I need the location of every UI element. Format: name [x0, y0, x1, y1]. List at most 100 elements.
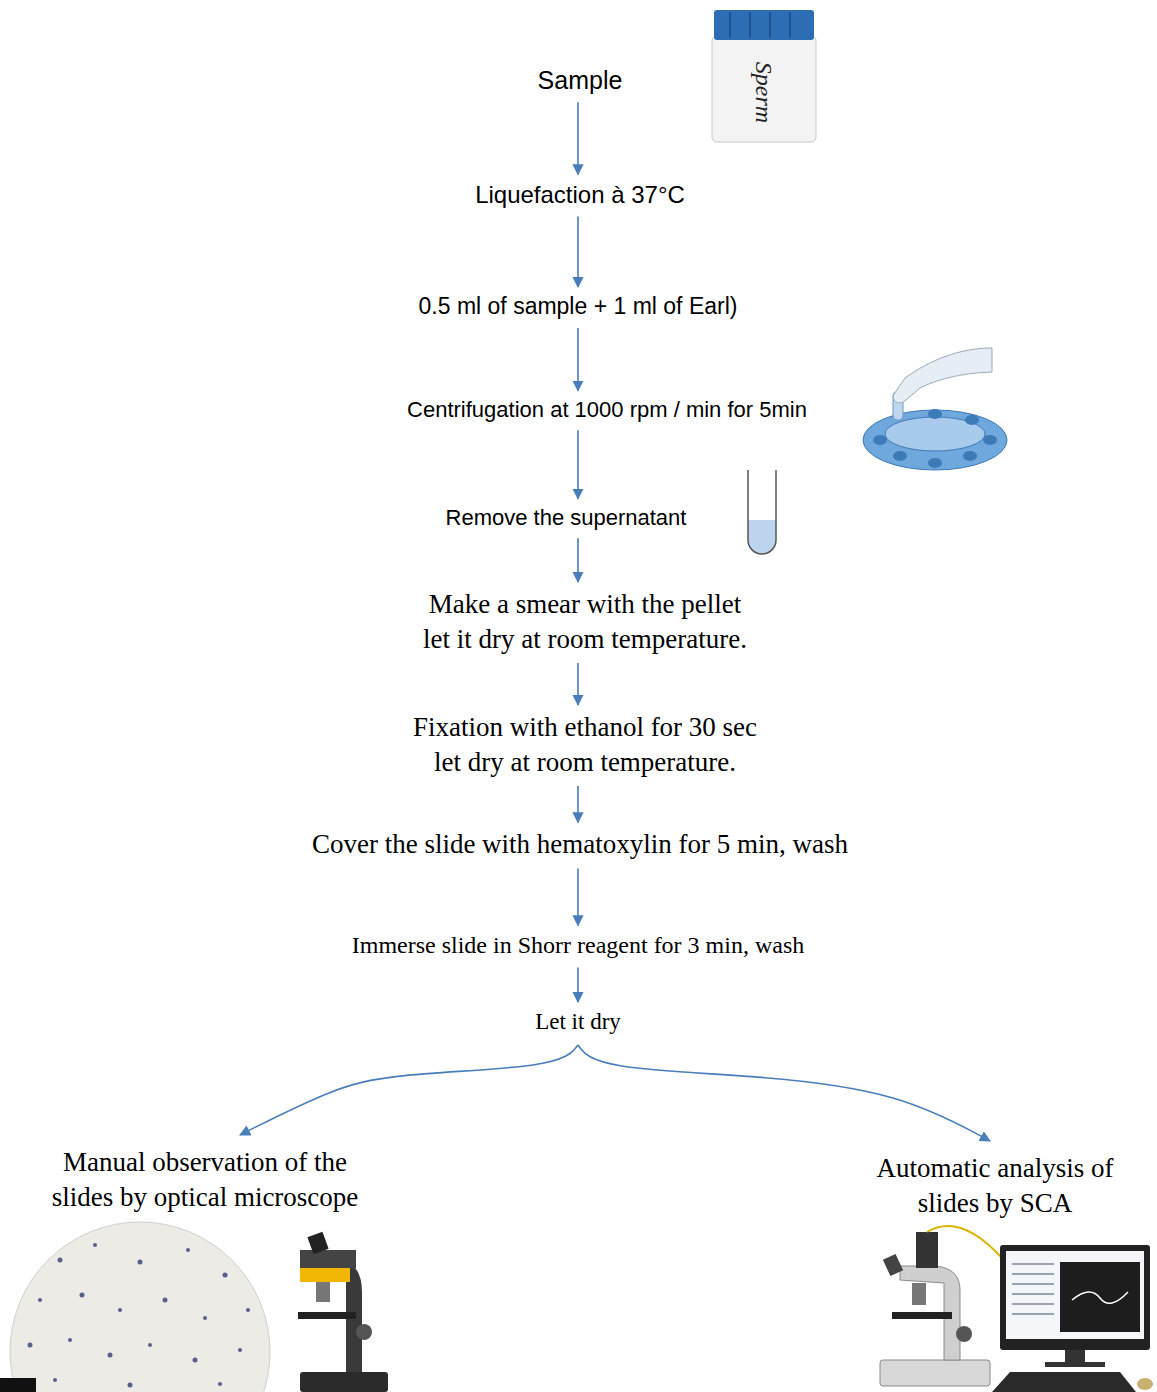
filter-block	[300, 1268, 350, 1282]
step-text: Fixation with ethanol for 30 sec let dry…	[407, 708, 764, 782]
flow-arrow	[577, 102, 579, 174]
step-text: Immerse slide in Shorr reagent for 3 min…	[348, 928, 809, 963]
step-label: Sample	[538, 64, 623, 97]
flow-arrow	[577, 869, 579, 926]
cell	[128, 1383, 133, 1388]
camera	[916, 1232, 938, 1268]
eyepiece	[307, 1232, 328, 1254]
row	[1012, 1303, 1054, 1305]
cell	[53, 1378, 57, 1382]
step-label: Make a smear with the pellet let it dry …	[421, 587, 749, 657]
step-label: Centrifugation at 1000 rpm / min for 5mi…	[407, 396, 807, 425]
centrifuge	[863, 348, 1007, 470]
slide-field	[0, 1222, 270, 1392]
objective	[912, 1283, 926, 1305]
cell	[186, 1248, 190, 1252]
cell	[118, 1308, 122, 1312]
focus-knob	[356, 1324, 372, 1340]
cap-ridge	[749, 12, 751, 38]
data-rows	[1012, 1264, 1054, 1314]
cell	[108, 1353, 113, 1358]
sca-system	[880, 1226, 1153, 1392]
row	[1012, 1313, 1054, 1315]
cell	[80, 1293, 85, 1298]
sperm-cells	[28, 1243, 251, 1388]
field-circle	[10, 1222, 270, 1392]
stage	[298, 1312, 356, 1319]
cell	[218, 1382, 222, 1386]
step-text: Automatic analysis of slides by SCA	[871, 1149, 1120, 1223]
flow-arrow	[577, 328, 579, 391]
tube-outline	[748, 470, 776, 554]
flow-arrow	[577, 663, 579, 705]
cell	[28, 1343, 33, 1348]
flow-arrow	[577, 430, 579, 498]
screen	[1006, 1251, 1144, 1339]
rotor-slot	[893, 451, 907, 461]
step-label: Cover the slide with hematoxylin for 5 m…	[312, 827, 848, 862]
row	[1012, 1283, 1054, 1285]
cell	[93, 1243, 97, 1247]
cell	[163, 1298, 168, 1303]
step-label: Manual observation of the slides by opti…	[50, 1145, 361, 1215]
flow-arrow	[577, 786, 579, 822]
cell	[246, 1308, 250, 1312]
rotor-slot	[928, 409, 942, 419]
rotor-slot	[965, 415, 979, 425]
cell	[38, 1298, 42, 1302]
step-text: Make a smear with the pellet let it dry …	[417, 585, 753, 659]
cell	[148, 1343, 152, 1347]
cell	[138, 1260, 143, 1265]
cap-ridge	[789, 12, 791, 38]
sample-tube	[712, 10, 816, 142]
cell	[203, 1316, 207, 1320]
head	[300, 1250, 356, 1268]
focus-knob	[956, 1326, 972, 1342]
tube-body	[712, 36, 816, 142]
step-label: Liquefaction à 37°C	[475, 179, 685, 210]
base	[880, 1360, 990, 1386]
row	[1012, 1273, 1054, 1275]
step-label: Automatic analysis of slides by SCA	[875, 1151, 1116, 1221]
objective	[316, 1282, 330, 1302]
mouse	[1137, 1378, 1153, 1390]
step-label: Immerse slide in Shorr reagent for 3 min…	[352, 930, 805, 961]
tube-label: Sperm	[750, 61, 777, 122]
rotor-slot	[983, 435, 997, 445]
cell	[238, 1348, 242, 1352]
hand	[893, 348, 992, 403]
rotor	[863, 410, 1007, 470]
step-label: 0.5 ml of sample + 1 ml of Earl)	[419, 292, 738, 322]
cell	[223, 1273, 228, 1278]
step-text: Liquefaction à 37°C	[471, 177, 689, 212]
test-tube	[748, 470, 776, 554]
flow-arrow	[578, 1045, 990, 1141]
eyepiece	[883, 1254, 903, 1276]
keyboard	[992, 1372, 1136, 1392]
step-text: Let it dry	[531, 1005, 625, 1039]
image-panel	[1060, 1262, 1140, 1332]
step-label: Fixation with ethanol for 30 sec let dry…	[411, 710, 760, 780]
base	[300, 1372, 388, 1392]
step-label: Let it dry	[535, 1007, 621, 1037]
slide-edge	[0, 1378, 36, 1392]
row	[1012, 1293, 1054, 1295]
rotor-slot	[963, 451, 977, 461]
tube-cap	[714, 10, 814, 40]
cap-ridge	[769, 12, 771, 38]
sperm-image	[1072, 1292, 1128, 1303]
monitor-stand	[1065, 1350, 1085, 1362]
monitor	[1000, 1245, 1150, 1350]
step-text: Remove the supernatant	[442, 502, 691, 535]
monitor-foot	[1045, 1362, 1105, 1367]
rotor-slot	[928, 458, 942, 468]
cell	[68, 1338, 72, 1342]
cell	[193, 1358, 198, 1363]
step-text: Centrifugation at 1000 rpm / min for 5mi…	[403, 394, 811, 427]
step-text: Manual observation of the slides by opti…	[46, 1143, 365, 1217]
row	[1012, 1263, 1054, 1265]
step-text: Sample	[534, 62, 627, 99]
cable	[927, 1226, 1002, 1258]
cap-ridge	[729, 12, 731, 38]
step-text: 0.5 ml of sample + 1 ml of Earl)	[415, 290, 742, 324]
